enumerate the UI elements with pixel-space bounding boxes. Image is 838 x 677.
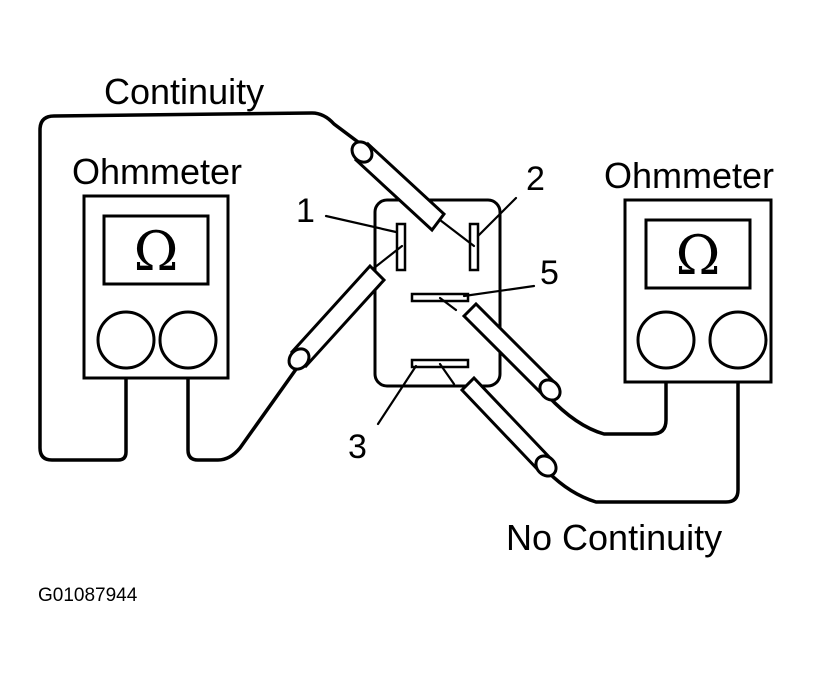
ohmmeter-right: Ω — [623, 198, 773, 384]
leader-terminal-1 — [324, 214, 398, 234]
terminal-1-label: 1 — [296, 192, 315, 230]
terminal-5-label: 5 — [540, 254, 559, 292]
ohmmeter-right-label: Ohmmeter — [604, 155, 774, 196]
terminal-2-label: 2 — [526, 160, 545, 198]
probe-no-continuity-b — [438, 362, 558, 478]
omega-icon: Ω — [676, 224, 721, 287]
leader-terminal-3 — [376, 364, 418, 426]
leader-terminal-2 — [476, 196, 518, 238]
ohmmeter-left: Ω — [82, 194, 230, 380]
terminal-3-label: 3 — [348, 428, 367, 466]
ohmmeter-left-label: Ohmmeter — [72, 151, 242, 192]
continuity-wire-right — [186, 356, 306, 462]
figure-code: G01087944 — [38, 585, 138, 606]
omega-icon: Ω — [134, 220, 179, 283]
no-continuity-label: No Continuity — [506, 517, 722, 558]
leader-terminal-5 — [462, 284, 536, 298]
continuity-wire-left — [38, 111, 368, 462]
probe-no-continuity-a — [438, 296, 562, 402]
probe-continuity-b — [287, 244, 404, 371]
no-continuity-wire-1 — [546, 364, 668, 436]
probe-continuity-a — [350, 140, 476, 248]
continuity-label: Continuity — [104, 71, 264, 112]
no-continuity-wire-2 — [546, 364, 740, 504]
